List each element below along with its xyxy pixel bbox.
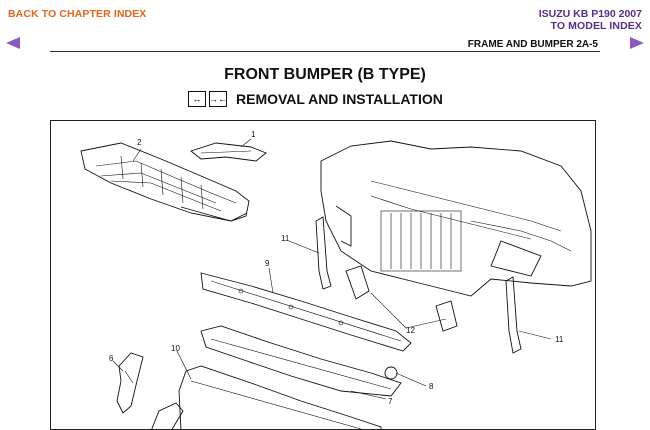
callout-12: 12 <box>406 326 415 335</box>
partial-lower-part <box>151 402 184 429</box>
exploded-view-drawing: 2 1 9 11 11 12 8 7 10 6 <box>80 130 592 429</box>
page-subtitle: REMOVAL AND INSTALLATION <box>236 91 443 107</box>
lower-bumper-part <box>178 365 382 429</box>
callout-1: 1 <box>251 130 256 139</box>
callout-2: 2 <box>137 138 142 147</box>
side-bracket-part <box>116 352 144 414</box>
page-title: FRONT BUMPER (B TYPE) <box>224 66 426 83</box>
subtitle-row: ↔ →← REMOVAL AND INSTALLATION <box>188 89 443 109</box>
installation-icon: →← <box>209 91 227 107</box>
callout-7: 7 <box>388 397 393 406</box>
callout-9: 9 <box>265 259 270 268</box>
previous-page-arrow-icon[interactable] <box>6 37 20 49</box>
clip-part <box>384 366 398 380</box>
section-label: FRAME AND BUMPER 2A-5 <box>467 39 598 50</box>
model-title: ISUZU KB P190 2007 <box>538 8 642 20</box>
removal-icon: ↔ <box>188 91 206 107</box>
callout-8: 8 <box>429 382 434 391</box>
mount-part <box>345 265 458 332</box>
grille-part <box>80 142 250 222</box>
bracket-part-right <box>505 276 522 354</box>
upper-trim-part <box>190 142 267 162</box>
callout-11-left: 11 <box>281 234 290 243</box>
header-divider <box>50 51 600 52</box>
callout-6: 6 <box>109 354 114 363</box>
to-model-index-link[interactable]: TO MODEL INDEX <box>550 20 642 32</box>
parts-diagram: 2 1 9 11 11 12 8 7 10 6 <box>50 120 596 430</box>
callout-11-right: 11 <box>555 335 564 344</box>
back-to-chapter-index-link[interactable]: BACK TO CHAPTER INDEX <box>8 8 147 20</box>
leader-lines <box>112 138 552 400</box>
callout-10: 10 <box>171 344 180 353</box>
vehicle-body <box>320 140 592 297</box>
lower-shield-part <box>200 325 402 397</box>
reinforcement-part <box>200 272 412 352</box>
bracket-part-left <box>315 216 332 290</box>
next-page-arrow-icon[interactable] <box>630 37 644 49</box>
